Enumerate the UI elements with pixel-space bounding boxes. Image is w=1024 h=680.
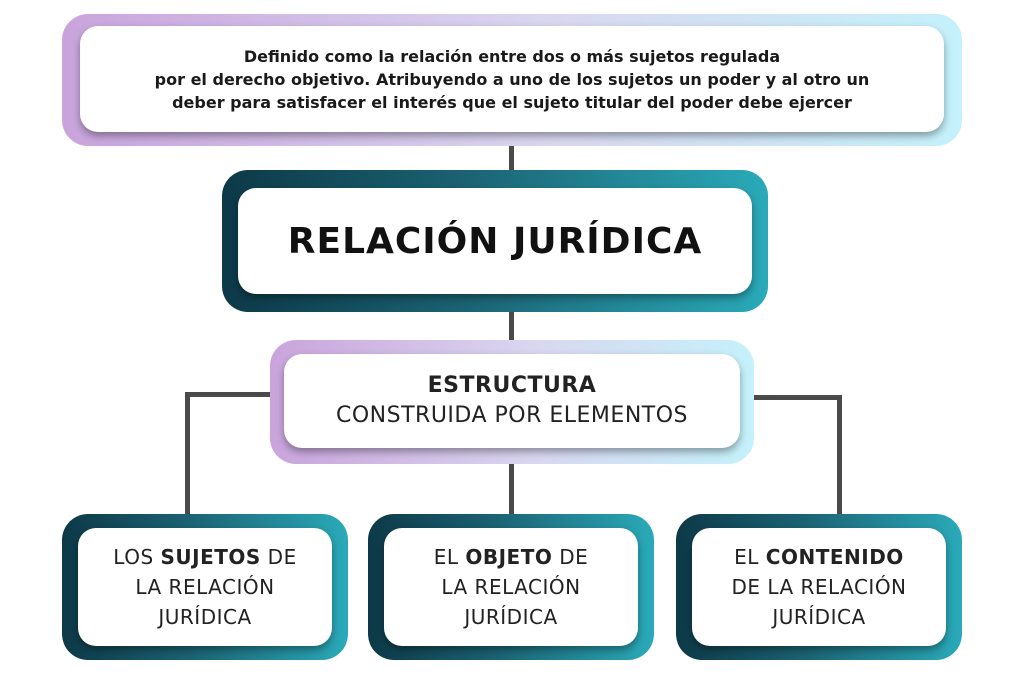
element-line-1: EL CONTENIDO	[734, 545, 904, 569]
structure-text: ESTRUCTURA CONSTRUIDA POR ELEMENTOS	[336, 371, 688, 431]
definition-line-1: Definido como la relación entre dos o má…	[243, 46, 781, 66]
main-title-card: RELACIÓN JURÍDICA	[238, 188, 752, 294]
element-line-1: LOS SUJETOS DE	[113, 545, 297, 569]
element-line-2: DE LA RELACIÓN	[731, 575, 907, 599]
element-card-contenido: EL CONTENIDO DE LA RELACIÓN JURÍDICA	[692, 528, 946, 646]
structure-card: ESTRUCTURA CONSTRUIDA POR ELEMENTOS	[284, 354, 740, 448]
element-text-contenido: EL CONTENIDO DE LA RELACIÓN JURÍDICA	[731, 542, 906, 632]
definition-line-2: por el derecho objetivo. Atribuyendo a u…	[154, 69, 870, 89]
main-title: RELACIÓN JURÍDICA	[287, 220, 703, 262]
element-line-3: JURÍDICA	[464, 605, 558, 629]
connector-right-vertical	[837, 395, 842, 516]
element-line-3: JURÍDICA	[772, 605, 866, 629]
main-title-frame: RELACIÓN JURÍDICA	[222, 170, 768, 312]
connector-right-horizontal	[750, 395, 842, 400]
connector-left-horizontal	[185, 392, 273, 397]
element-line-2: LA RELACIÓN	[441, 575, 581, 599]
element-card-objeto: EL OBJETO DE LA RELACIÓN JURÍDICA	[384, 528, 638, 646]
element-line-2: LA RELACIÓN	[135, 575, 275, 599]
element-line-1: EL OBJETO DE	[433, 545, 589, 569]
element-line-3: JURÍDICA	[158, 605, 252, 629]
structure-line-2: CONSTRUIDA POR ELEMENTOS	[336, 403, 688, 428]
connector-definition-to-title	[509, 146, 514, 172]
definition-text: Definido como la relación entre dos o má…	[155, 45, 870, 114]
element-text-sujetos: LOS SUJETOS DE LA RELACIÓN JURÍDICA	[113, 542, 296, 632]
element-card-sujetos: LOS SUJETOS DE LA RELACIÓN JURÍDICA	[78, 528, 332, 646]
connector-structure-to-objeto	[509, 462, 514, 516]
connector-left-vertical	[185, 392, 190, 516]
structure-line-1: ESTRUCTURA	[427, 373, 597, 398]
connector-title-to-structure	[509, 312, 514, 342]
element-frame-contenido: EL CONTENIDO DE LA RELACIÓN JURÍDICA	[676, 514, 962, 660]
element-text-objeto: EL OBJETO DE LA RELACIÓN JURÍDICA	[434, 542, 589, 632]
element-frame-sujetos: LOS SUJETOS DE LA RELACIÓN JURÍDICA	[62, 514, 348, 660]
definition-card: Definido como la relación entre dos o má…	[80, 26, 944, 132]
element-frame-objeto: EL OBJETO DE LA RELACIÓN JURÍDICA	[368, 514, 654, 660]
definition-line-3: deber para satisfacer el interés que el …	[172, 92, 852, 112]
definition-frame: Definido como la relación entre dos o má…	[62, 14, 962, 146]
structure-frame: ESTRUCTURA CONSTRUIDA POR ELEMENTOS	[270, 340, 754, 464]
